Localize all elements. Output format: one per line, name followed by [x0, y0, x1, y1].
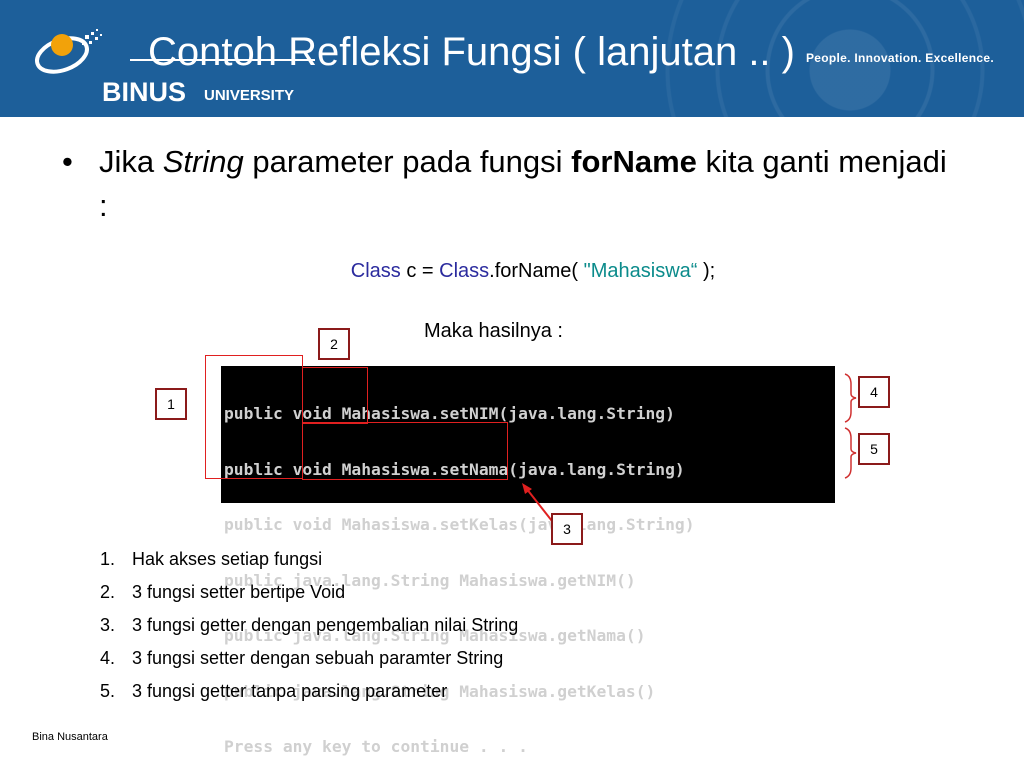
slide-header: BINUS UNIVERSITY Contoh Refleksi Fungsi …	[0, 0, 1024, 117]
callout-5: 5	[858, 433, 890, 465]
callout-3: 3	[551, 513, 583, 545]
console-line: public void Mahasiswa.setKelas(java.lang…	[224, 515, 695, 534]
legend-text: 3 fungsi setter bertipe Void	[132, 582, 346, 602]
bullet-dot: •	[62, 144, 73, 179]
bullet-text-part: kita ganti menjadi :	[99, 144, 947, 223]
legend-item: 1. Hak akses setiap fungsi	[100, 543, 518, 576]
bullet-text-part: Jika	[99, 144, 163, 179]
callout-4: 4	[858, 376, 890, 408]
callout-1: 1	[155, 388, 187, 420]
logo-binus-text: BINUS	[102, 77, 187, 107]
bullet-text-part: parameter pada fungsi	[243, 144, 572, 179]
bullet-bold: forName	[571, 144, 697, 179]
console-line: Press any key to continue . . .	[224, 737, 528, 756]
code-keyword: Class	[439, 260, 490, 282]
legend-number: 3.	[100, 615, 116, 635]
console-line: public java.lang.String Mahasiswa.getKel…	[224, 681, 656, 701]
console-line: public java.lang.String Mahasiswa.getNIM…	[224, 570, 636, 590]
code-text: );	[697, 260, 716, 282]
code-string: "Mahasiswa“	[583, 260, 698, 282]
legend-text: 3 fungsi setter dengan sebuah paramter S…	[132, 648, 504, 668]
legend-number: 1.	[100, 549, 116, 569]
highlight-void-type	[302, 367, 368, 424]
legend-text: 3 fungsi getter dengan pengembalian nila…	[132, 615, 519, 635]
legend-item: 2. 3 fungsi setter bertipe Void	[100, 576, 518, 609]
binus-emblem-icon	[35, 29, 102, 74]
legend-item: 5. 3 fungsi getter tanpa parsing paramete…	[100, 675, 518, 708]
bullet-text: Jika String parameter pada fungsi forNam…	[99, 140, 959, 228]
legend-list: 1. Hak akses setiap fungsi 2. 3 fungsi set…	[100, 543, 518, 708]
logo-university-text: UNIVERSITY	[204, 87, 295, 104]
tagline: People. Innovation. Excellence.	[805, 51, 994, 65]
brace-setter	[844, 373, 857, 423]
arrow-head-icon	[522, 483, 532, 494]
console-line: public java.lang.String Mahasiswa.getNam…	[224, 626, 646, 645]
legend-number: 2.	[100, 582, 116, 602]
code-text: .forName(	[489, 260, 584, 282]
legend-item: 4. 3 fungsi setter dengan sebuah paramter…	[100, 642, 518, 675]
brace-getter	[844, 427, 857, 479]
footer-text: Bina Nusantara	[32, 731, 108, 743]
highlight-string-return	[302, 422, 508, 480]
console-output: public void Mahasiswa.setNIM(java.lang.S…	[221, 366, 835, 756]
legend-number: 4.	[100, 648, 116, 668]
result-label: Maka hasilnya :	[424, 320, 563, 342]
console-line: public void Mahasiswa.setNama(java.lang.…	[224, 459, 685, 479]
arrow-line	[525, 487, 553, 522]
callout-2: 2	[318, 328, 350, 360]
logo-rule	[130, 59, 315, 61]
code-keyword: Class	[350, 260, 401, 282]
code-statement: Class c = Class.forName( "Mahasiswa“ );	[0, 260, 1024, 283]
slide-title: Contoh Refleksi Fungsi ( lanjutan .. )	[148, 30, 795, 74]
legend-text: 3 fungsi getter tanpa parsing parameter	[132, 681, 448, 701]
legend-item: 3. 3 fungsi getter dengan pengembalian ni…	[100, 609, 518, 642]
binus-logo: BINUS UNIVERSITY	[30, 15, 315, 107]
bullet-italic: String	[162, 144, 244, 179]
legend-number: 5.	[100, 681, 116, 701]
legend-text: Hak akses setiap fungsi	[132, 549, 323, 569]
code-text: c =	[400, 260, 440, 282]
